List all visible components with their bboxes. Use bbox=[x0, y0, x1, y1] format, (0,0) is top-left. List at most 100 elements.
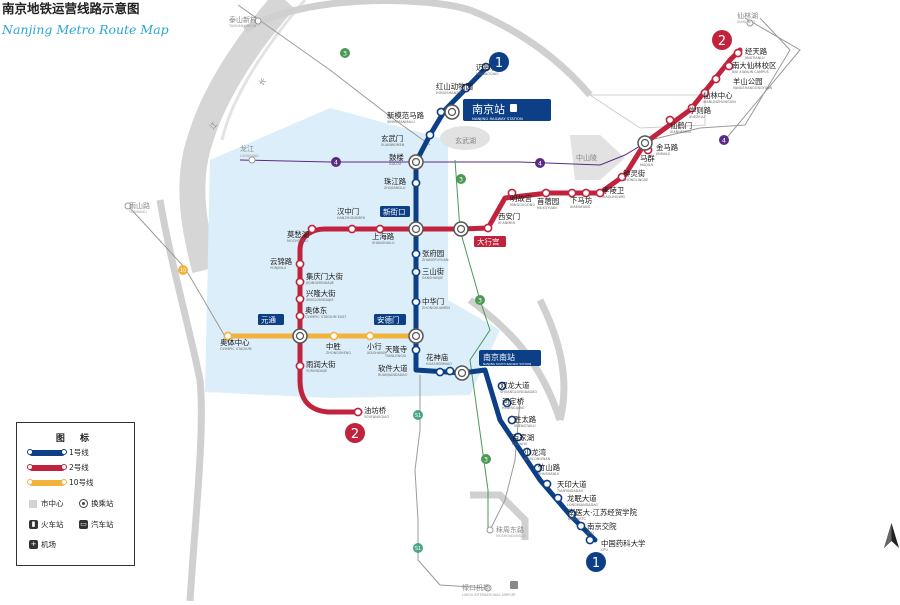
station-yurun-label[interactable]: 雨润大街 bbox=[306, 360, 336, 369]
station-jiqingmen-label[interactable]: 集庆门大街 bbox=[306, 272, 344, 281]
station-zhujiang-label[interactable]: 珠江路 bbox=[384, 177, 407, 186]
station-hanzhongmen-label[interactable]: 汉中门 bbox=[337, 207, 359, 216]
station-yurun-dot[interactable] bbox=[295, 361, 305, 371]
station-baijiahu-label[interactable]: 百家湖 bbox=[512, 433, 534, 442]
station-tianyin-label[interactable]: 天印大道 bbox=[557, 480, 587, 489]
station-jiqingmen-dot[interactable] bbox=[295, 277, 305, 287]
station-hedingqiao-dot[interactable] bbox=[502, 398, 512, 408]
station-yangshan-dot[interactable] bbox=[711, 74, 721, 84]
hub-xinjiekou[interactable]: 新街口 bbox=[380, 206, 410, 217]
station-zhonghuamen-dot[interactable] bbox=[411, 297, 421, 307]
hub-andemen[interactable]: 安德门 bbox=[374, 314, 406, 325]
line2-west-badge[interactable]: 2 bbox=[345, 423, 365, 443]
station-muxuyuan-dot[interactable] bbox=[541, 188, 551, 198]
station-xinglong-label[interactable]: 兴隆大街 bbox=[306, 289, 336, 298]
station-youfangqiao-label[interactable]: 油坊桥 bbox=[364, 406, 387, 415]
station-zhonghuamen-label[interactable]: 中华门 bbox=[422, 297, 444, 306]
station-minggugong-label[interactable]: 明故宫 bbox=[510, 194, 532, 203]
station-xinmofan-label[interactable]: 新模范马路 bbox=[387, 111, 425, 120]
station-xuanwumen-dot[interactable] bbox=[425, 130, 435, 140]
station-xinglong-dot[interactable] bbox=[295, 294, 305, 304]
station-ruanjian-label[interactable]: 软件大道 bbox=[378, 364, 408, 373]
station-nandaxianlin-dot[interactable] bbox=[724, 61, 734, 71]
station-hanzhongmen-dot[interactable] bbox=[347, 224, 357, 234]
station-cpu-dot[interactable] bbox=[585, 535, 595, 545]
station-mochouhu-dot[interactable] bbox=[307, 224, 317, 234]
station-xiaohang-dot[interactable] bbox=[365, 331, 375, 341]
line1-north-badge[interactable]: 1 bbox=[489, 52, 509, 72]
station-baijiahu-dot[interactable] bbox=[513, 432, 523, 442]
station-mochouhu-label[interactable]: 莫愁湖 bbox=[287, 230, 309, 239]
station-nanyida-dot[interactable] bbox=[567, 509, 577, 519]
station-hongshan-dot[interactable] bbox=[461, 83, 471, 93]
station-xiamafang-dot[interactable] bbox=[567, 188, 577, 198]
station-ximenmen-dot[interactable] bbox=[483, 223, 493, 233]
station-xuanwumen-label[interactable]: 玄武门 bbox=[381, 134, 403, 143]
station-xianlinzhongxin-label[interactable]: 仙林中心 bbox=[703, 91, 733, 100]
station-zhongsheng-dot[interactable] bbox=[329, 331, 339, 341]
station-xuezelu-label[interactable]: 学则路 bbox=[689, 106, 712, 115]
station-shuanglong-dot[interactable] bbox=[497, 381, 507, 391]
station-xiaolingwei-dot[interactable] bbox=[581, 188, 591, 198]
line1-south-badge[interactable]: 1 bbox=[586, 552, 606, 572]
station-zhongsheng-label[interactable]: 中胜 bbox=[326, 342, 341, 351]
station-xiaohang-label[interactable]: 小行 bbox=[367, 342, 382, 351]
station-cpu-label[interactable]: 中国药科大学 bbox=[601, 539, 645, 548]
station-longmian-label[interactable]: 龙眠大道 bbox=[567, 494, 597, 503]
hub-nanjing-station[interactable]: 南京站 NANJING RAILWAY STATION bbox=[463, 99, 551, 121]
station-jinmalu-label[interactable]: 金马路 bbox=[656, 143, 679, 152]
station-xiaolongwan-label[interactable]: 小龙湾 bbox=[524, 448, 547, 457]
station-minggugong-dot[interactable] bbox=[507, 188, 517, 198]
line2-east-badge[interactable]: 2 bbox=[712, 30, 732, 50]
station-maqun-label[interactable]: 马群 bbox=[640, 154, 655, 163]
station-hongshan-label[interactable]: 红山动物园 bbox=[436, 82, 473, 91]
hub-yuantong[interactable]: 元通 bbox=[258, 314, 284, 325]
station-yunjin-dot[interactable] bbox=[295, 259, 305, 269]
station-aotidong-dot[interactable] bbox=[295, 311, 305, 321]
station-jingtianlu-label[interactable]: 经天路 bbox=[745, 47, 768, 56]
station-sanshanjie-dot[interactable] bbox=[411, 267, 421, 277]
station-xianlinzhongxin-dot[interactable] bbox=[700, 88, 710, 98]
station-xuezelu-dot[interactable] bbox=[687, 103, 697, 113]
station-sanshanjie-label[interactable]: 三山街 bbox=[422, 267, 445, 276]
station-ximenmen-label[interactable]: 西安门 bbox=[498, 212, 520, 221]
station-xiamafang-label[interactable]: 下马坊 bbox=[570, 196, 593, 205]
station-huashenmiao-label[interactable]: 花神庙 bbox=[426, 353, 448, 362]
station-shuanglong-label[interactable]: 双龙大道 bbox=[500, 381, 530, 390]
station-xinmofan-dot[interactable] bbox=[436, 107, 446, 117]
station-maigaoqiao-dot[interactable] bbox=[481, 62, 491, 72]
hub-nanjing-south[interactable]: 南京南站 NANJING SOUTH RAILWAY STATION bbox=[479, 350, 541, 366]
station-zhujiang-dot[interactable] bbox=[411, 178, 421, 188]
station-shengtai-label[interactable]: 胜太路 bbox=[514, 415, 537, 424]
station-maqun-dot[interactable] bbox=[617, 172, 627, 182]
station-xianhemen-dot[interactable] bbox=[665, 115, 675, 125]
station-yunjin-label[interactable]: 云锦路 bbox=[270, 257, 293, 266]
station-shanghai-dot[interactable] bbox=[375, 224, 385, 234]
station-nanjingjiaoyuan-dot[interactable] bbox=[576, 521, 586, 531]
station-xiaolingwei-label[interactable]: 孝陵卫 bbox=[602, 186, 625, 195]
station-gulou-label[interactable]: 鼓楼 bbox=[389, 153, 404, 162]
station-yangshan-label[interactable]: 羊山公园 bbox=[733, 77, 763, 86]
station-zhushan-label[interactable]: 竹山路 bbox=[538, 463, 561, 472]
station-zhongling-label[interactable]: 钟灵街 bbox=[623, 169, 646, 178]
station-youfangqiao-dot[interactable] bbox=[353, 407, 363, 417]
station-tianlongsi-label[interactable]: 天隆寺 bbox=[385, 345, 407, 354]
station-nandaxianlin-label[interactable]: 南大仙林校区 bbox=[732, 61, 777, 70]
station-huashenmiao-dot[interactable] bbox=[445, 366, 455, 376]
hub-daxinggong[interactable]: 大行宫 bbox=[474, 236, 506, 247]
station-xiaolongwan-dot[interactable] bbox=[522, 447, 532, 457]
station-tianyin-dot[interactable] bbox=[542, 479, 552, 489]
station-tianlongsi-dot[interactable] bbox=[411, 345, 421, 355]
station-aotidong-label[interactable]: 奥体东 bbox=[305, 306, 327, 315]
station-xianhemen-label[interactable]: 仙鹤门 bbox=[670, 121, 692, 130]
station-shanghai-label[interactable]: 上海路 bbox=[372, 232, 395, 241]
station-maigaoqiao-label[interactable]: 迈皋桥 bbox=[476, 63, 499, 72]
station-hedingqiao-label[interactable]: 河定桥 bbox=[502, 397, 525, 406]
station-nanjingjiaoyuan-label[interactable]: 南京交院 bbox=[587, 522, 617, 531]
station-zhangfuyuan-label[interactable]: 张府园 bbox=[422, 249, 444, 258]
station-muxuyuan-label[interactable]: 苜蓿园 bbox=[537, 197, 559, 206]
station-nanyida-label[interactable]: 南医大·江苏经贸学院 bbox=[568, 508, 637, 517]
station-aotizhongxin-label[interactable]: 奥体中心 bbox=[220, 338, 250, 347]
station-zhushan-dot[interactable] bbox=[533, 463, 543, 473]
station-zhangfuyuan-dot[interactable] bbox=[411, 249, 421, 259]
